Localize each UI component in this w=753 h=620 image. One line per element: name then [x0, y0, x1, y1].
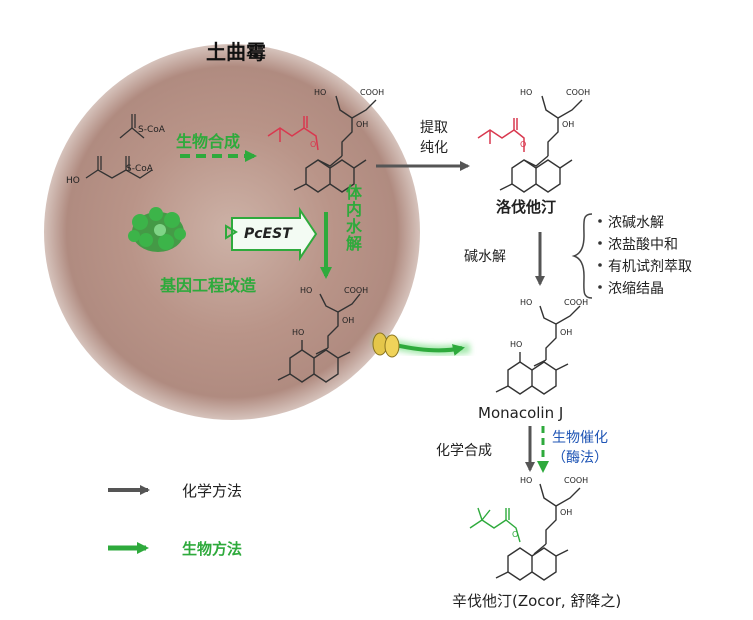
- chem-oh: OH: [560, 508, 573, 517]
- gene-name: PcEST: [244, 226, 292, 242]
- process-step: 有机试剂萃取: [608, 259, 692, 275]
- alkali-hydrolysis-label: 碱水解: [464, 249, 506, 265]
- chem-cooh: COOH: [564, 476, 589, 485]
- gene-arrow: [231, 206, 318, 262]
- process-step: 浓盐酸中和: [608, 237, 678, 253]
- chem-o: O: [520, 140, 527, 149]
- biosynthesis-label: 生物合成: [176, 132, 241, 151]
- process-steps-list: 浓碱水解 浓盐酸中和 有机试剂萃取 浓缩结晶: [608, 212, 692, 300]
- chemical-synthesis-label: 化学合成: [436, 443, 492, 459]
- legend-chemical-label: 化学方法: [182, 482, 243, 500]
- enzyme-protein: [128, 207, 186, 252]
- extraction-label: 提取 纯化: [420, 118, 448, 158]
- biocatalysis-line-1: 生物催化: [552, 430, 608, 446]
- process-step: 浓缩结晶: [608, 281, 664, 297]
- extraction-line-1: 提取: [420, 120, 448, 136]
- chem-oh: OH: [560, 328, 573, 337]
- malonyl-coa-label: S-CoA: [126, 164, 153, 174]
- chem-ho: HO: [520, 88, 533, 97]
- chem-ho: HO: [314, 88, 327, 97]
- chem-cooh: COOH: [564, 298, 589, 307]
- in-vivo-hydrolysis-label: 体内水解: [343, 184, 362, 252]
- extraction-line-2: 纯化: [420, 140, 448, 156]
- legend-biological-label: 生物方法: [182, 540, 243, 558]
- chem-o: O: [512, 530, 519, 539]
- process-step: 浓碱水解: [608, 215, 664, 231]
- chem-cooh: COOH: [344, 286, 369, 295]
- simvastatin-side-chain: [469, 507, 521, 543]
- lovastatin-label: 洛伐他汀: [496, 198, 557, 216]
- chem-ho: HO: [520, 298, 533, 307]
- biocatalysis-label: 生物催化 （酶法）: [552, 428, 608, 468]
- lovastatin-molecule: [499, 95, 583, 193]
- gene-engineering-label: 基因工程改造: [160, 276, 257, 295]
- monacolin-molecule-dish: [277, 293, 361, 383]
- simvastatin-molecule: [495, 483, 581, 581]
- lovastatin-side-chain: [267, 116, 319, 151]
- chem-oh: OH: [356, 120, 369, 129]
- malonyl-coa-molecule: [85, 156, 153, 179]
- chem-ho: HO: [292, 328, 305, 337]
- chem-cooh: COOH: [360, 88, 385, 97]
- simvastatin-label: 辛伐他汀(Zocor, 舒降之): [452, 592, 622, 610]
- biocatalysis-line-2: （酶法）: [552, 450, 608, 466]
- acetyl-coa-label: S-CoA: [138, 125, 165, 135]
- chem-ho: HO: [510, 340, 523, 349]
- acetyl-coa-molecule: [119, 114, 145, 139]
- chem-cooh: COOH: [566, 88, 591, 97]
- malonyl-ho-label: HO: [66, 176, 80, 186]
- chem-oh: OH: [342, 316, 355, 325]
- lovastatin-side-chain-right: [477, 118, 525, 152]
- monacolin-label: Monacolin J: [478, 404, 564, 422]
- process-brace: [571, 213, 593, 299]
- monacolin-molecule: [495, 305, 581, 395]
- chem-ho: HO: [520, 476, 533, 485]
- lovastatin-molecule-dish: [293, 95, 377, 193]
- chem-ho: HO: [300, 286, 313, 295]
- chem-oh: OH: [562, 120, 575, 129]
- chem-o: O: [310, 140, 317, 149]
- membrane-transporter: [372, 332, 400, 358]
- process-bullets: [598, 219, 602, 289]
- organism-title: 土曲霉: [206, 40, 266, 64]
